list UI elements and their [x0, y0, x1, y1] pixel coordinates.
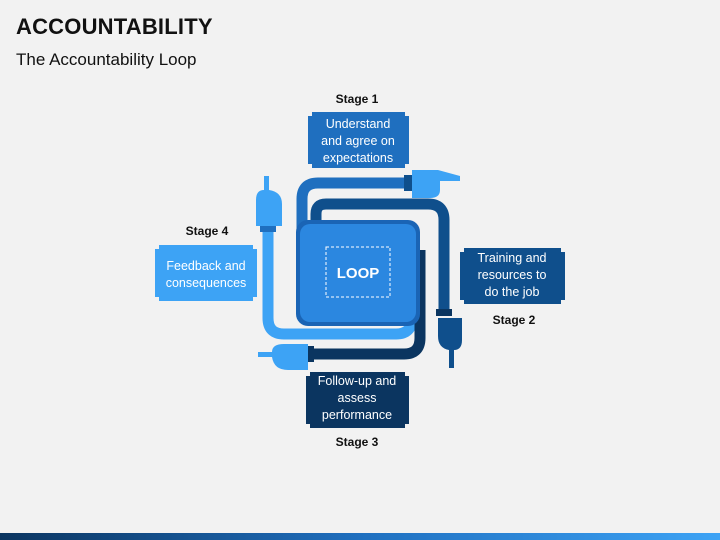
- pipe-collar: [436, 309, 452, 316]
- loop-label: LOOP: [337, 265, 380, 282]
- stage-4-line-2: consequences: [166, 276, 247, 290]
- stage-3-label: Stage 3: [336, 435, 379, 449]
- stage-3-line-3: performance: [322, 408, 392, 422]
- stage-1-line-3: expectations: [323, 151, 393, 165]
- stage-3-box: Follow-up and assess performance: [306, 372, 409, 428]
- pipe-collar: [306, 346, 314, 362]
- stage-4-label: Stage 4: [186, 224, 229, 238]
- stage-2-line-3: do the job: [485, 285, 540, 299]
- loop-dashed-frame: [325, 246, 391, 298]
- pointing-hand-icon: [258, 344, 308, 370]
- pipe-dark: [310, 198, 450, 312]
- pipe-mid: [296, 177, 408, 230]
- pointing-hand-icon: [438, 318, 462, 368]
- stage-2-box: Training and resources to do the job: [460, 248, 565, 304]
- stage-4-line-1: Feedback and: [166, 259, 245, 273]
- page-subtitle: The Accountability Loop: [16, 50, 197, 69]
- stage-2-line-1: Training and: [477, 251, 546, 265]
- pipe-collar: [404, 175, 412, 191]
- stage-3-line-2: assess: [338, 391, 377, 405]
- stage-1-box: Understand and agree on expectations: [308, 112, 409, 168]
- center-loop-box: LOOP: [296, 220, 420, 326]
- stage-4-box: Feedback and consequences: [155, 245, 257, 301]
- pointing-hand-icon: [412, 170, 460, 198]
- footer-gradient-bar: [0, 533, 720, 540]
- stage-2-line-2: resources to: [478, 268, 547, 282]
- stage-1-line-2: and agree on: [321, 134, 395, 148]
- stage-2-label: Stage 2: [493, 313, 536, 327]
- stage-1-label: Stage 1: [336, 92, 379, 106]
- stage-1-line-1: Understand: [326, 117, 391, 131]
- pipe-collar: [260, 225, 276, 232]
- pipe-darkest: [310, 250, 426, 360]
- stage-3-line-1: Follow-up and: [318, 374, 397, 388]
- page-title: ACCOUNTABILITY: [16, 14, 213, 39]
- pointing-hand-icon: [256, 176, 282, 226]
